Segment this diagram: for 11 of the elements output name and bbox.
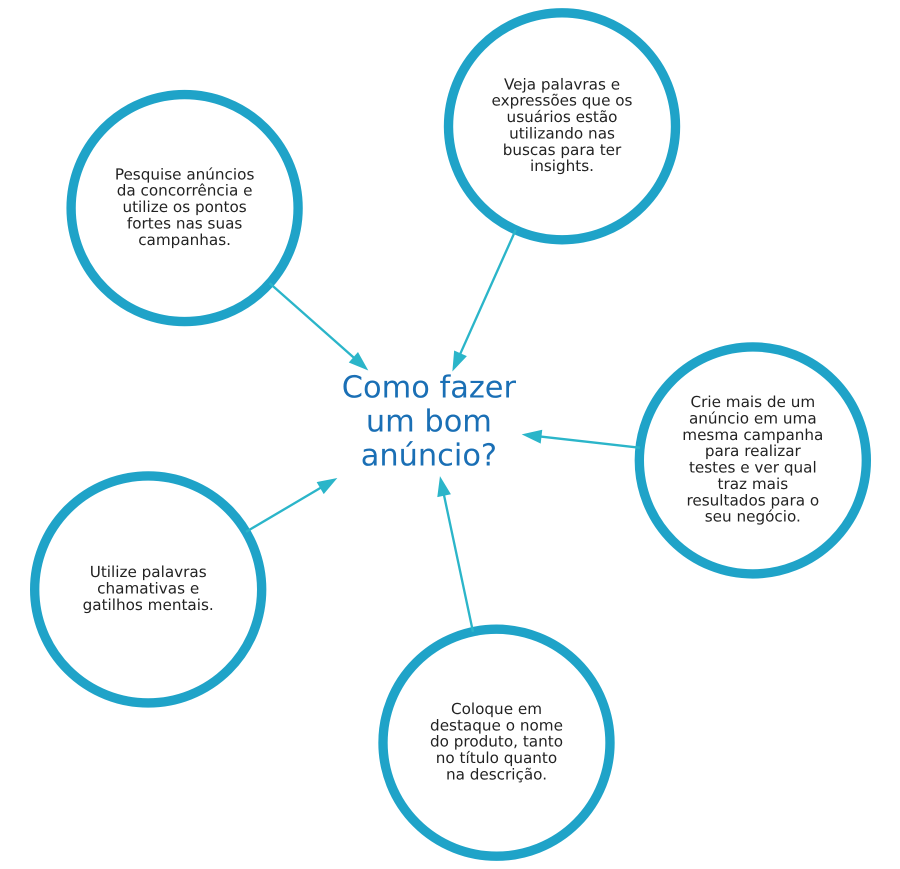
arrow [268,282,368,370]
node-circle: Utilize palavras chamativas e gatilhos mentais. [30,471,266,708]
node-circle: Veja palavras e expressões que os usuários estão utilizando nas buscas para ter insights. [443,8,680,244]
node-circle: Coloque em destaque o nome do produto, tanto no título quanto na descrição. [378,624,614,861]
arrow [521,430,640,449]
arrow [452,230,516,372]
node-circle: Pesquise anúncios da concorrência e utilize os pontos fortes nas suas campanhas. [66,90,302,326]
arrow [436,476,474,632]
arrow [244,478,337,533]
node-text: Como fazer um bom anúncio? [341,370,516,474]
node-circle: Crie mais de um anúncio em uma mesma campanha para realizar testes e ver qual traz mais resultados para o seu negócio. [634,342,870,579]
